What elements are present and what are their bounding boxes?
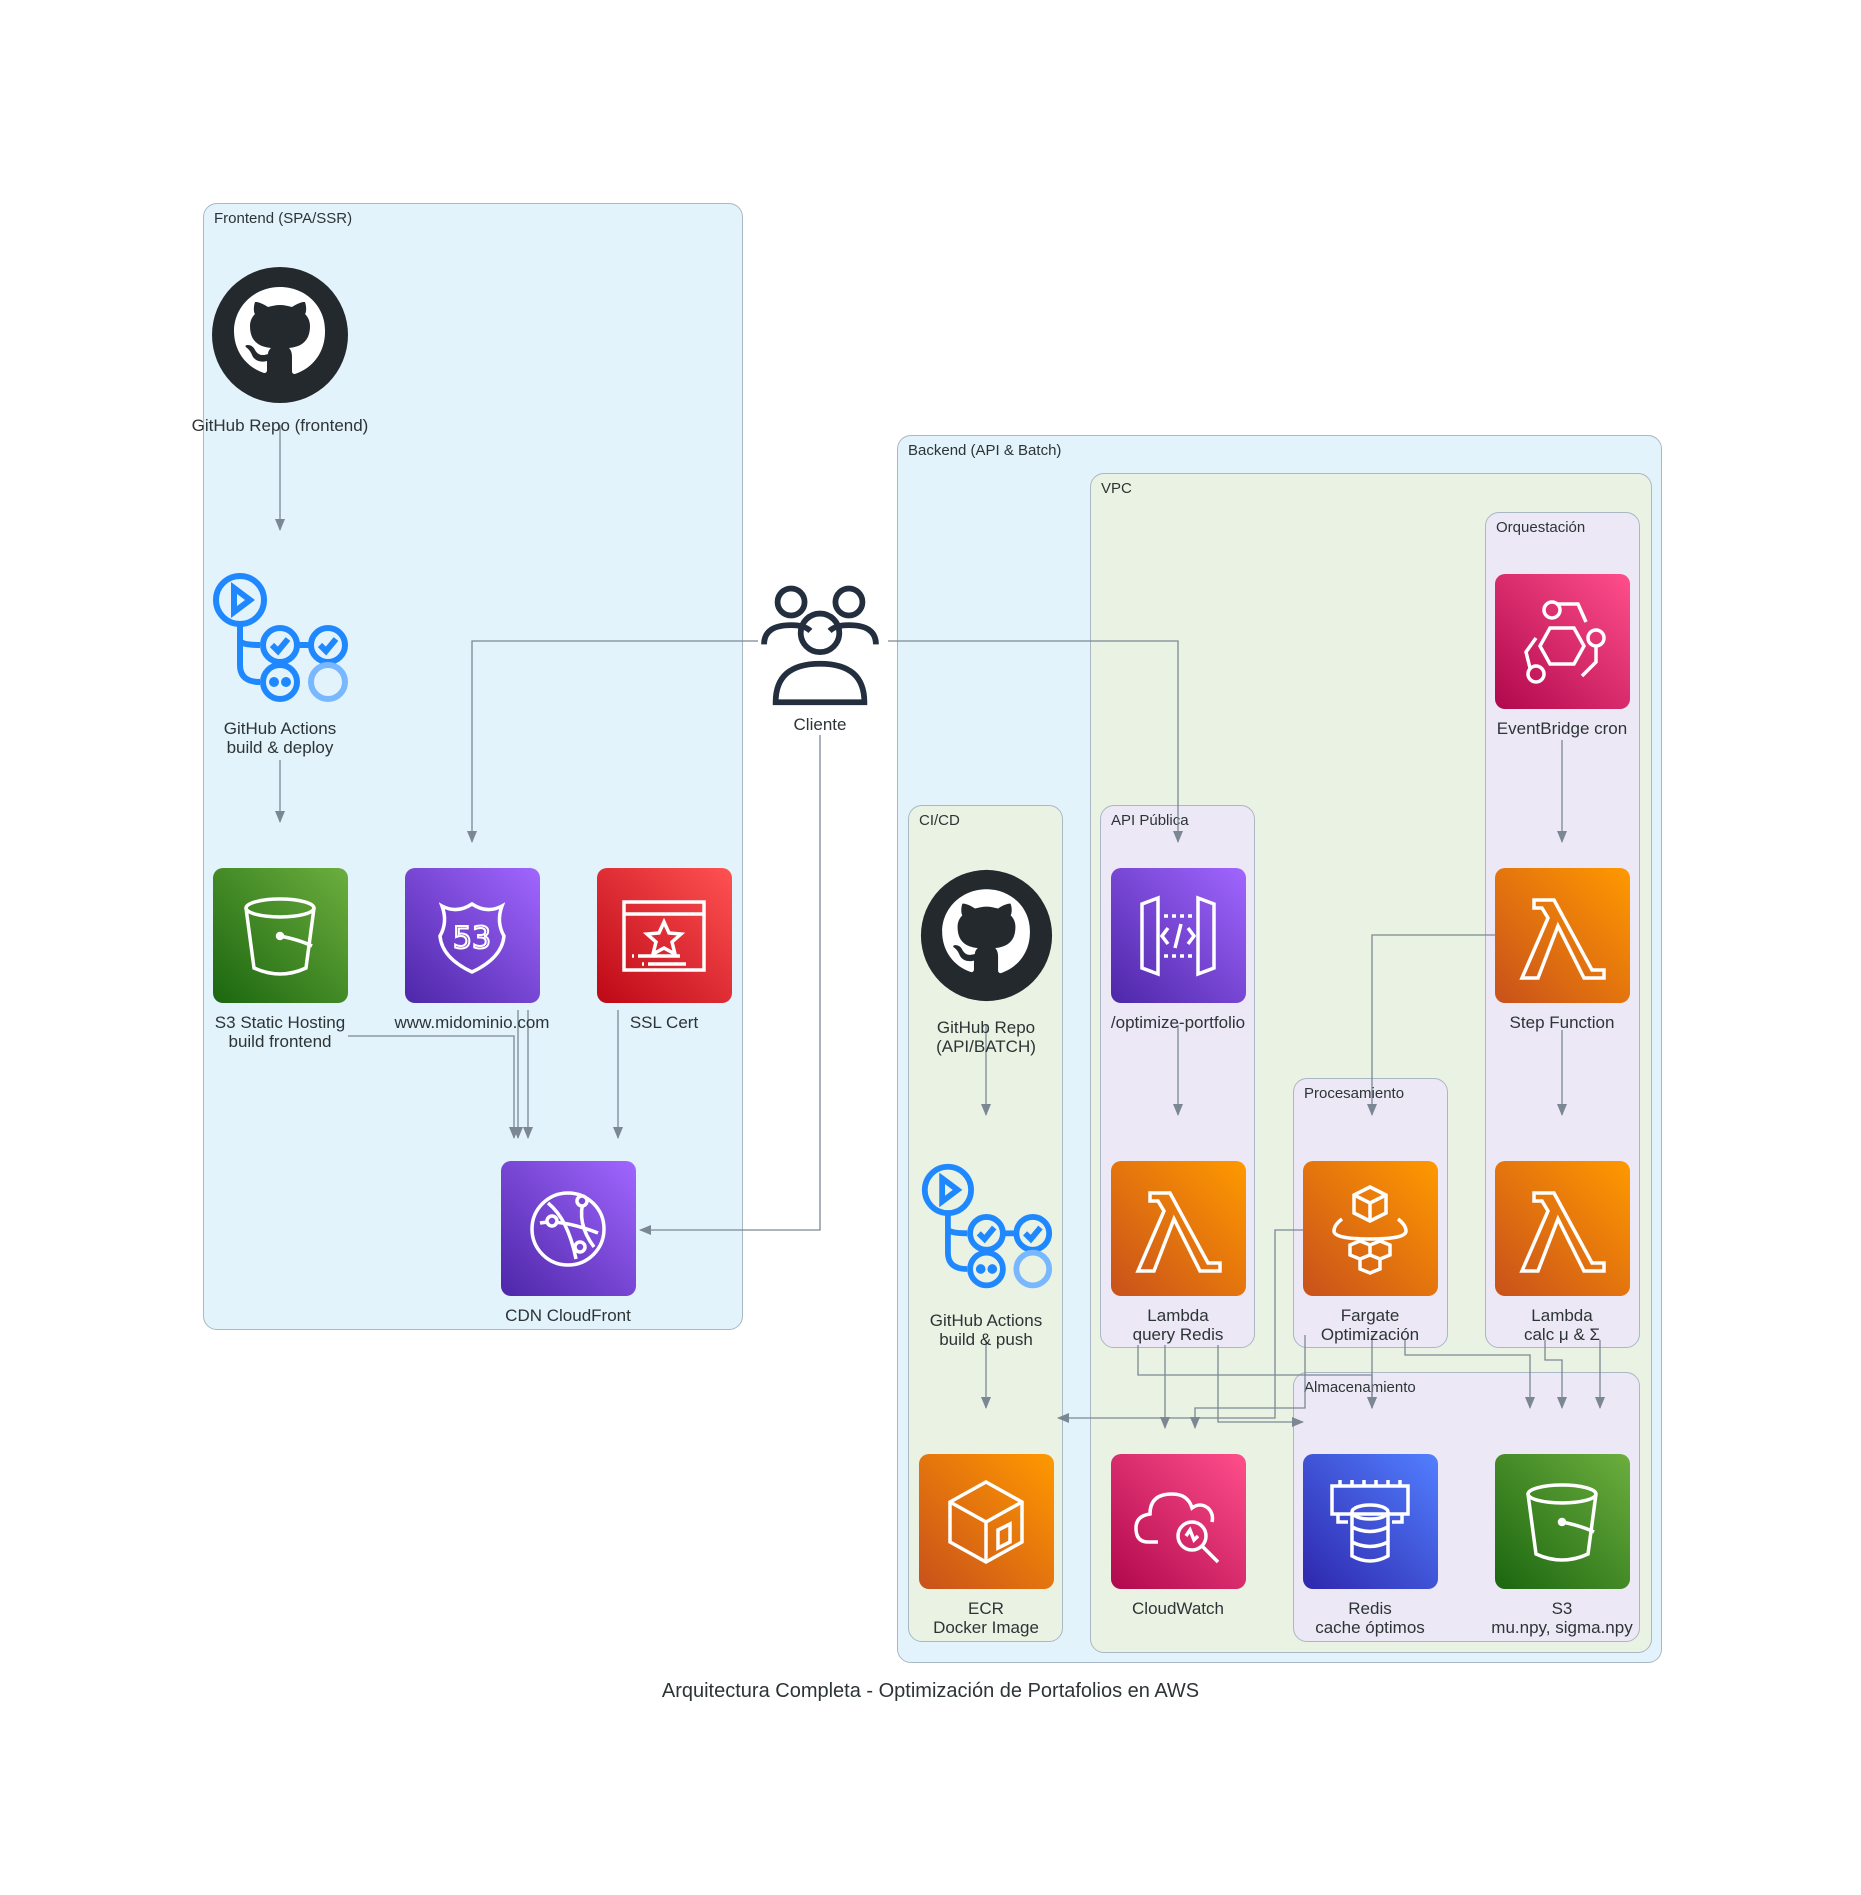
node-lambda-query: Lambda query Redis (1078, 1161, 1278, 1344)
cloudfront-icon (500, 1161, 636, 1296)
github-icon (212, 267, 348, 403)
node-label: CDN CloudFront (505, 1306, 631, 1325)
node-label: EventBridge cron (1496, 719, 1628, 738)
cluster-api-publica-label: API Pública (1111, 812, 1189, 829)
elasticache-icon (1302, 1454, 1438, 1589)
node-github-actions-api: GitHub Actions build & push (886, 1161, 1086, 1349)
node-label: SSL Cert (629, 1013, 699, 1032)
node-label: GitHub Repo (API/BATCH) (936, 1018, 1036, 1056)
node-label: GitHub Repo (frontend) (191, 416, 369, 435)
node-route53-domain: 53 www.midominio.com (372, 868, 572, 1032)
node-cloudwatch: CloudWatch (1078, 1454, 1278, 1618)
node-label: Step Function (1509, 1013, 1615, 1032)
node-github-repo-api: GitHub Repo (API/BATCH) (886, 868, 1086, 1056)
node-label: GitHub Actions build & push (929, 1311, 1043, 1349)
cluster-procesamiento-label: Procesamiento (1304, 1085, 1405, 1102)
github-actions-icon (921, 1163, 1052, 1289)
users-icon (761, 585, 879, 706)
edge-fargate-ecr (1057, 1229, 1304, 1423)
node-github-actions-frontend: GitHub Actions build & deploy (180, 570, 380, 757)
cloudwatch-icon (1110, 1454, 1246, 1589)
node-ssl-cert: SSL Cert (564, 868, 764, 1032)
edge-s3static-cloudfront (348, 1035, 519, 1139)
lambda-icon (1494, 868, 1630, 1003)
s3-bucket-icon (1494, 1454, 1630, 1589)
edge-lambdacalc-s3-b (1544, 1340, 1567, 1409)
s3-bucket-icon (212, 868, 348, 1003)
node-step-function: Step Function (1462, 868, 1662, 1032)
cluster-orquestacion-label: Orquestación (1496, 519, 1586, 536)
node-label: S3 mu.npy, sigma.npy (1491, 1599, 1633, 1637)
node-s3-static-hosting: S3 Static Hosting build frontend (180, 868, 380, 1051)
node-label: Redis cache óptimos (1315, 1599, 1425, 1637)
node-github-repo-frontend: GitHub Repo (frontend) (180, 265, 380, 435)
node-label: Lambda calc μ & Σ (1523, 1306, 1601, 1344)
fargate-icon (1302, 1161, 1438, 1296)
eventbridge-icon (1494, 574, 1630, 709)
node-ecr: ECR Docker Image (886, 1454, 1086, 1637)
lambda-icon (1110, 1161, 1246, 1296)
edge-fargate-s3 (1404, 1340, 1535, 1409)
api-gateway-icon (1110, 868, 1246, 1003)
node-label: ECR Docker Image (933, 1599, 1039, 1637)
node-label: Lambda query Redis (1132, 1306, 1224, 1344)
node-eventbridge: EventBridge cron (1462, 574, 1662, 738)
cluster-frontend-label: Frontend (SPA/SSR) (214, 210, 353, 227)
node-cliente: Cliente (720, 575, 920, 734)
diagram-title: Arquitectura Completa - Optimización de … (661, 1680, 1200, 1702)
node-label: GitHub Actions build & deploy (223, 719, 337, 757)
edge-lambda-s3 (1217, 1345, 1304, 1427)
node-label: Fargate Optimización (1320, 1306, 1420, 1344)
cluster-cicd-label: CI/CD (919, 812, 960, 829)
node-label: Cliente (793, 715, 847, 734)
node-label: /optimize-portfolio (1110, 1013, 1246, 1032)
edge-lambda-redis (1137, 1345, 1377, 1409)
lambda-icon (1494, 1161, 1630, 1296)
node-api-gateway: /optimize-portfolio (1078, 868, 1278, 1032)
node-label: CloudWatch (1132, 1599, 1224, 1618)
node-lambda-calc: Lambda calc μ & Σ (1462, 1161, 1662, 1344)
node-label: S3 Static Hosting build frontend (214, 1013, 346, 1051)
node-label: www.midominio.com (394, 1013, 550, 1032)
route53-icon: 53 (404, 868, 540, 1003)
node-redis: Redis cache óptimos (1270, 1454, 1470, 1637)
node-s3-data: S3 mu.npy, sigma.npy (1462, 1454, 1662, 1637)
github-icon (920, 869, 1052, 1002)
certificate-icon (596, 868, 732, 1003)
cluster-backend-label: Backend (API & Batch) (908, 442, 1062, 459)
cluster-vpc-label: VPC (1101, 480, 1132, 497)
edge-cliente-route53 (467, 640, 758, 843)
edge-fargate-cloudwatch (1190, 1335, 1306, 1429)
edge-cliente-api (888, 640, 1183, 843)
svg-text:53: 53 (453, 921, 491, 956)
edge-cliente-cloudfront (639, 735, 821, 1235)
ecr-icon (918, 1454, 1054, 1589)
edge-step-fargate (1367, 934, 1495, 1116)
cluster-almacenamiento-label: Almacenamiento (1304, 1379, 1416, 1396)
github-actions-icon (213, 573, 348, 702)
node-fargate: Fargate Optimización (1270, 1161, 1470, 1344)
node-cloudfront: CDN CloudFront (468, 1161, 668, 1325)
